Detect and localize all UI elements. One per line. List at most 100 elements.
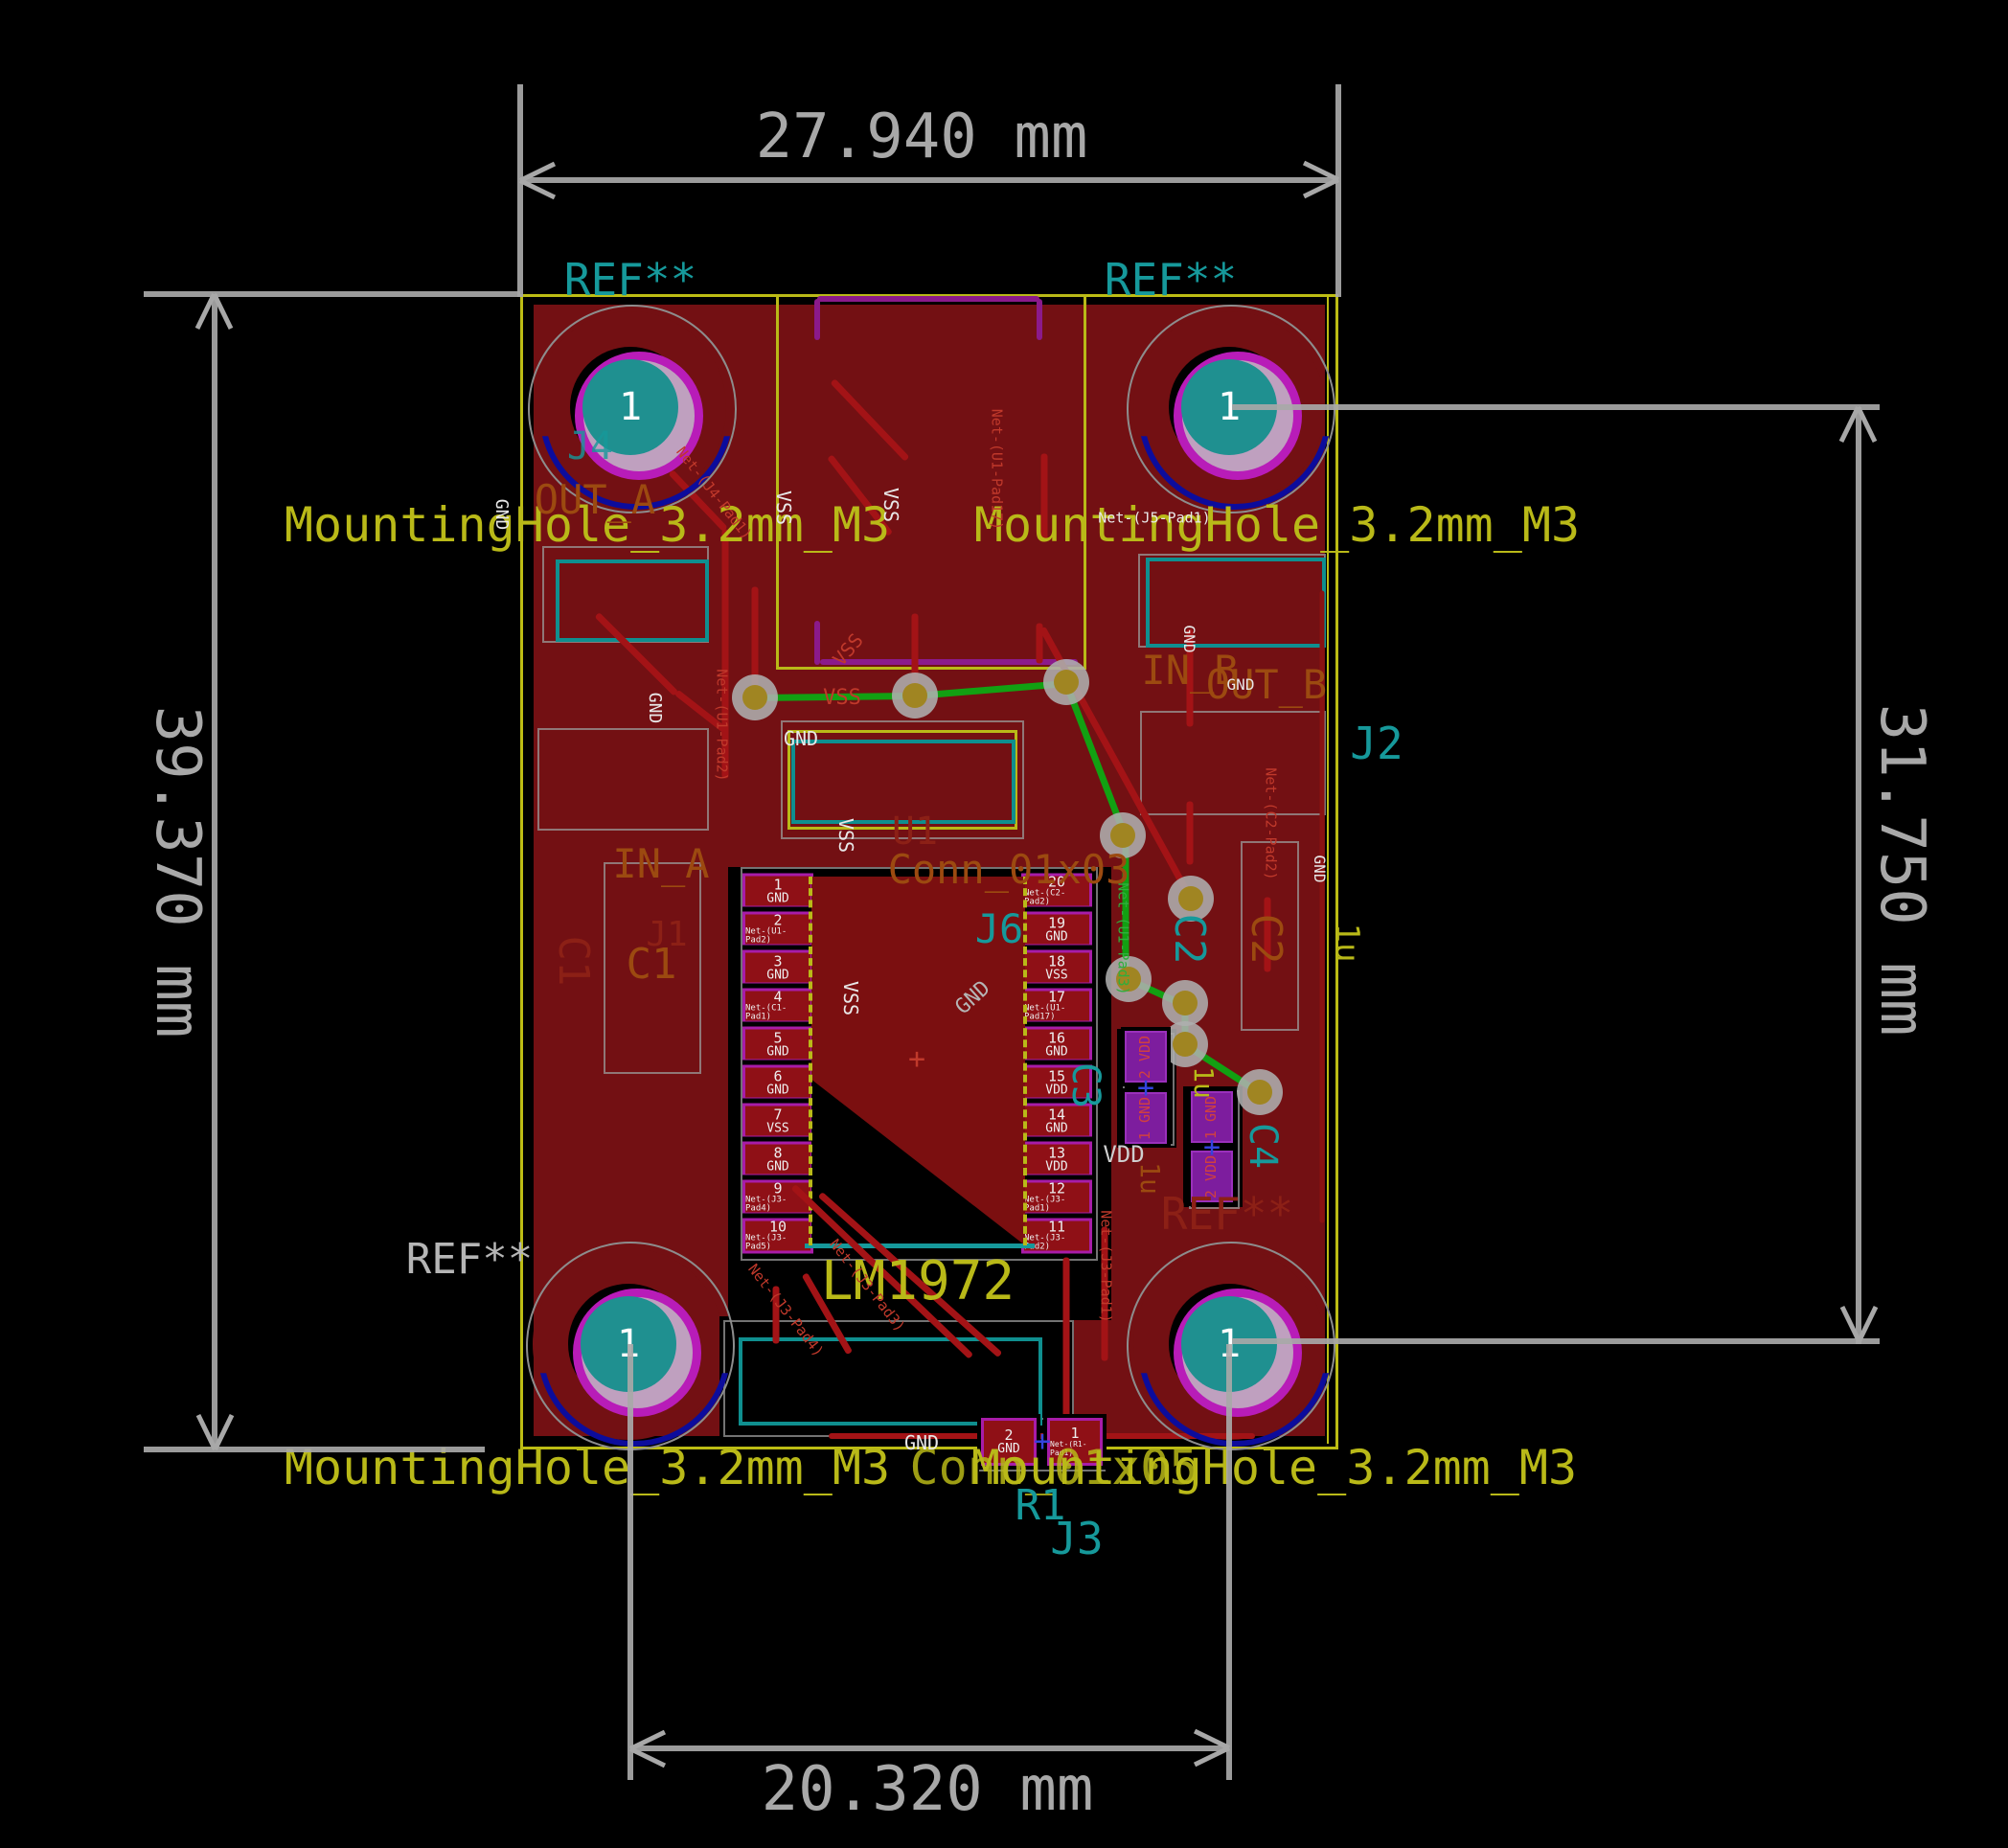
board-outline-inner-right [520, 294, 1329, 1444]
ic-pad-net: Net-(U1-Pad2) [745, 926, 787, 946]
smd-pad[interactable]: 2 VDD [1125, 1031, 1167, 1083]
label-j2: J2 [1350, 718, 1403, 769]
trace-purple[interactable] [814, 299, 820, 340]
silkscreen-outline [791, 740, 1015, 824]
pad-net-label: Net-(R1-Pad1) [1050, 1440, 1087, 1458]
label-vss: VSS [839, 980, 862, 1016]
anchor-cross: + [1202, 1130, 1221, 1164]
dim-left-label: 39.370 mm [142, 705, 213, 1038]
label-j1: J1 [646, 915, 688, 954]
footprint-courtyard [741, 867, 1098, 1261]
via[interactable] [732, 674, 778, 720]
label-gnd: GND [783, 727, 819, 750]
trace-purple[interactable] [814, 621, 820, 665]
label-in-b: IN_B [1141, 647, 1239, 694]
label-gnd: GND [1180, 625, 1198, 653]
ic-pad-number: 15 [1047, 1067, 1066, 1084]
via[interactable] [1168, 876, 1214, 922]
label-out-b: OUT_B [1205, 661, 1328, 708]
ic-pad-number: 18 [1047, 952, 1066, 970]
trace-purple[interactable] [817, 296, 1039, 302]
ic-pad-net: VDD [1045, 1159, 1068, 1174]
via[interactable] [1043, 659, 1089, 705]
trace-red[interactable] [829, 1433, 1255, 1439]
anchor-cross: + [907, 1042, 926, 1076]
ic-pad-number: 5 [773, 1029, 783, 1046]
dimension-line [628, 1344, 633, 1780]
dimension-line [144, 291, 520, 297]
ic-pad-net: GND [1045, 1044, 1068, 1059]
label-vdd: VDD [1103, 1141, 1145, 1168]
trace-purple[interactable] [1037, 299, 1042, 340]
via[interactable] [1162, 980, 1208, 1026]
via[interactable] [1162, 1021, 1208, 1067]
label-conn-01x03: Conn_01x03 [887, 846, 1130, 893]
trace-purple[interactable] [820, 659, 1078, 665]
trace-red[interactable] [1062, 1257, 1070, 1422]
ic-pad-number: 19 [1047, 914, 1066, 931]
fab-outline [776, 294, 1086, 670]
label-vss: VSS [772, 490, 795, 526]
label-gnd: GND [645, 692, 665, 724]
label-gnd: GND [1226, 675, 1255, 694]
ic-pad-number: 12 [1047, 1179, 1066, 1198]
smd-pad[interactable]: 1 GND [1191, 1091, 1233, 1143]
via-hole [1247, 1080, 1272, 1105]
label-net-c2-pad2-: Net-(C2-Pad2) [1262, 767, 1280, 880]
dimension-line [1232, 404, 1880, 410]
ic-pad-number: 13 [1047, 1144, 1066, 1161]
ic-pad-net: Net-(J3-Pad4) [745, 1195, 787, 1214]
via[interactable] [892, 673, 938, 719]
anchor-cross: + [1136, 1071, 1155, 1105]
ic-pad-net: GND [766, 968, 789, 982]
ic-pad-number: 8 [773, 1144, 783, 1161]
via[interactable] [1106, 956, 1152, 1002]
smd-pad[interactable]: 1 GND [1125, 1092, 1167, 1144]
label-mountinghole-3-2mm-m3: MountingHole_3.2mm_M3 [284, 497, 891, 553]
label-j4: J4 [566, 424, 614, 468]
trace-red[interactable] [1036, 623, 1043, 663]
ic-pad-number: 14 [1047, 1106, 1066, 1123]
label-net-u1-pad3-: Net-(U1-Pad3) [1114, 882, 1132, 995]
hole-drill [582, 359, 678, 455]
ic-pad-number: 7 [773, 1106, 783, 1123]
dimension-line [1856, 407, 1861, 1344]
label-net-j5-pad1-: Net-(J5-Pad1) [1098, 509, 1211, 527]
hole-courtyard-circle [528, 305, 737, 513]
dim-bottom-label: 20.320 mm [761, 1754, 1094, 1825]
label-out-a: OUT_A [534, 476, 656, 523]
ic-pad-number: 3 [773, 952, 783, 970]
footprint-courtyard [1241, 841, 1299, 1031]
ic-pad-net: Net-(J3-Pad5) [745, 1233, 787, 1252]
trace-red[interactable] [1186, 801, 1194, 864]
smd-pad[interactable]: 2 VDD [1191, 1151, 1233, 1202]
silkscreen-outline [556, 559, 709, 642]
ic-pad-net: Net-(C2-Pad2) [1024, 888, 1066, 907]
label-conn-01x05: Conn_01x05 [909, 1440, 1198, 1495]
label-j3: J3 [1050, 1513, 1104, 1564]
dimension-line [1335, 84, 1341, 297]
ic-pad-net: Net-(C1-Pad1) [745, 1003, 787, 1022]
label-vss: VSS [834, 817, 857, 854]
ic-pad-number: 1 [773, 876, 783, 893]
label-ref-: REF** [1104, 254, 1238, 306]
via-hole [1173, 991, 1198, 1015]
via[interactable] [1237, 1069, 1283, 1115]
via[interactable] [1100, 812, 1146, 858]
anchor-cross: + [1033, 1425, 1052, 1458]
